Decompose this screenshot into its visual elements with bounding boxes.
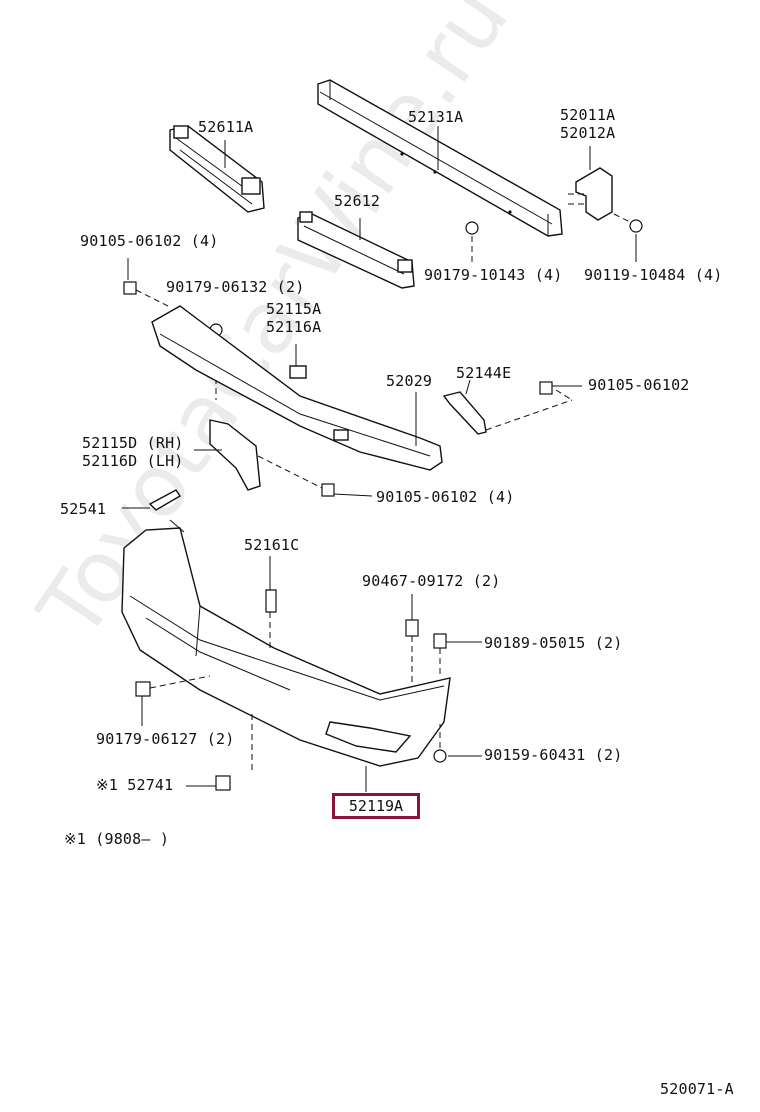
part-52011a-drawing [568,146,613,221]
fastener-90179-10143 [465,221,479,262]
part-52115d-drawing [194,419,323,491]
label-90119-10484-4[interactable]: 90119-10484 (4) [584,266,723,284]
part-52144e-drawing [442,379,573,435]
label-52012a[interactable]: 52012A [560,124,616,142]
label-90467-09172-2[interactable]: 90467-09172 (2) [362,572,501,590]
part-52029-drawing [151,305,443,471]
label-90189-05015-2[interactable]: 90189-05015 (2) [484,634,623,652]
label-52116d[interactable]: 52116D (LH) [82,452,184,470]
label-52131a[interactable]: 52131A [408,108,464,126]
label-52144e[interactable]: 52144E [456,364,512,382]
label-52116a[interactable]: 52116A [266,318,322,336]
fastener-90159-60431 [433,724,482,763]
fastener-90189-05015 [433,633,482,678]
highlighted-part-52119a[interactable]: 52119A [332,793,420,819]
label-90105-06102-4[interactable]: 90105-06102 (4) [80,232,219,250]
fastener-90179-06127 [135,675,211,726]
label-52161c[interactable]: 52161C [244,536,300,554]
label-52612[interactable]: 52612 [334,192,381,210]
clip-52115a [289,344,307,379]
label-90159-60431-2[interactable]: 90159-60431 (2) [484,746,623,764]
label-90105-06102[interactable]: 90105-06102 [588,376,690,394]
fastener-90105-06102-lower [321,483,373,497]
fastener-90119-10484 [613,213,643,262]
fastener-90105-06102-right [539,381,582,401]
fastener-52161c [265,556,277,650]
label-52115d[interactable]: 52115D (RH) [82,434,184,452]
part-52741-drawing [186,710,253,791]
label-90179-06132-2[interactable]: 90179-06132 (2) [166,278,305,296]
label-90179-06127-2[interactable]: 90179-06127 (2) [96,730,235,748]
label-52115a[interactable]: 52115A [266,300,322,318]
fastener-90467-09172 [405,594,419,682]
label-52741[interactable]: ※1 52741 [96,776,174,794]
footnote: ※1 (9808― ) [64,830,170,848]
label-52541[interactable]: 52541 [60,500,107,518]
fastener-90105-06102-top [123,258,169,307]
label-52029[interactable]: 52029 [386,372,433,390]
diagram-code: 520071-A [660,1080,734,1098]
part-52611a-drawing [169,125,265,213]
label-90105-06102-4b[interactable]: 90105-06102 (4) [376,488,515,506]
part-52541-drawing [122,489,185,533]
label-90179-10143-4[interactable]: 90179-10143 (4) [424,266,563,284]
label-52611a[interactable]: 52611A [198,118,254,136]
label-52011a[interactable]: 52011A [560,106,616,124]
part-52612-drawing [297,211,415,289]
part-52119a-bumper-drawing [121,527,451,792]
part-52131a-drawing [317,79,563,237]
